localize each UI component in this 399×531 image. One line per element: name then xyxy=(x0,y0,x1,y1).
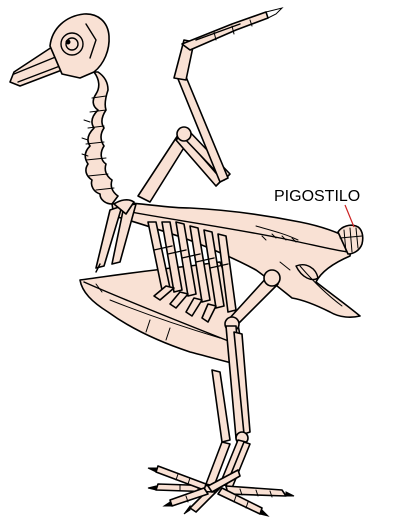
pigostilo-label: PIGOSTILO xyxy=(274,188,360,205)
wing xyxy=(138,8,282,202)
coracoid-furcula xyxy=(96,200,136,272)
feet xyxy=(148,466,294,516)
skull xyxy=(10,14,109,86)
cervical-vertebrae xyxy=(82,72,118,204)
pigostilo-leader-line xyxy=(345,205,354,227)
